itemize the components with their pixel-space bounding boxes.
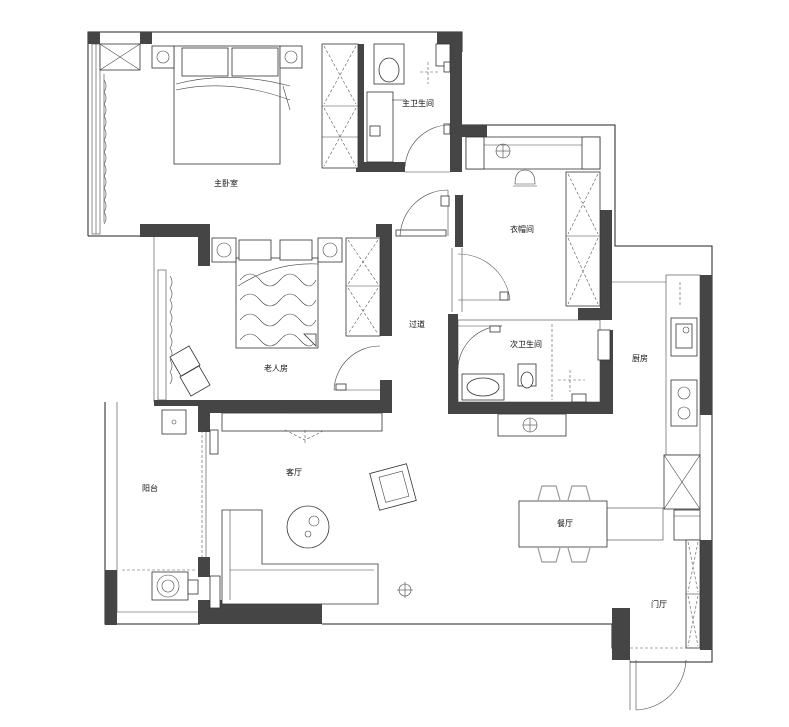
kitchen: 厨房 <box>612 274 701 510</box>
dining-table <box>518 500 608 548</box>
room-label-living-room: 客厅 <box>286 467 302 477</box>
toilet-icon <box>378 57 400 83</box>
dining-chairs <box>537 485 591 563</box>
dining-room: 餐厅 <box>518 485 701 563</box>
room-label-kitchen: 厨房 <box>632 353 648 363</box>
cloakroom-door <box>451 248 511 312</box>
sofa <box>221 509 379 605</box>
elder-room: 老人房 <box>157 237 381 401</box>
master-bedroom: 主卧室 <box>91 43 359 235</box>
room-label-second-bath: 次卫生间 <box>510 339 542 349</box>
washbasin-icon <box>466 377 500 397</box>
master-bedroom-door <box>395 189 450 237</box>
room-label-master-bedroom: 主卧室 <box>214 178 238 188</box>
room-label-cloakroom: 衣帽间 <box>510 224 534 234</box>
room-label-dining-room: 餐厅 <box>557 519 573 528</box>
room-label-elder-room: 老人房 <box>264 363 288 373</box>
toilet-icon <box>520 371 534 389</box>
armchair <box>369 463 417 511</box>
washing-machine-icon <box>156 574 180 598</box>
coffee-table <box>286 505 330 549</box>
balcony: 阳台 <box>122 409 221 609</box>
bed-pattern <box>239 273 317 347</box>
living-room: 客厅 <box>221 412 417 605</box>
cloakroom: 衣帽间 <box>465 136 601 307</box>
master-bath: 主卫生间 <box>366 43 451 173</box>
room-label-foyer: 门厅 <box>651 599 667 609</box>
room-label-balcony: 阳台 <box>142 483 158 493</box>
second-bath: 次卫生间 <box>457 319 611 437</box>
foyer: 门厅 <box>629 539 701 711</box>
room-label-master-bath: 主卫生间 <box>402 98 434 108</box>
room-label-corridor: 过道 <box>409 319 425 329</box>
